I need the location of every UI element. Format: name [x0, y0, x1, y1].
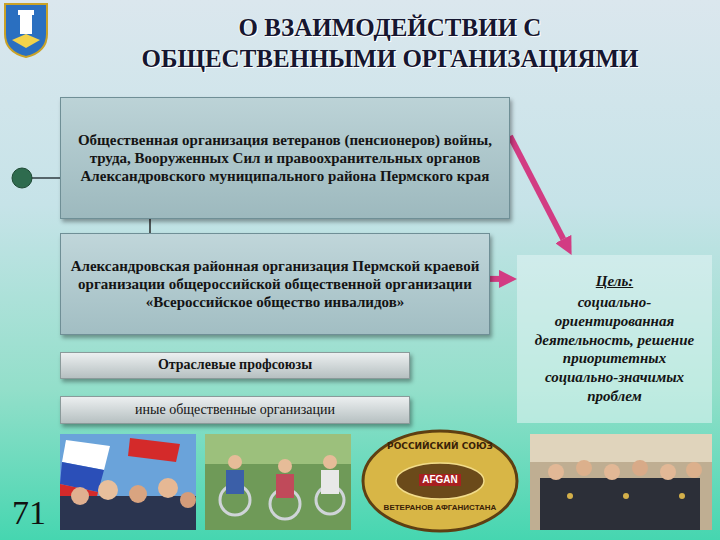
person: [228, 455, 242, 469]
emblem: [363, 431, 517, 531]
person: [278, 459, 292, 473]
person: [660, 464, 676, 480]
organization-bar: Отраслевые профсоюзы: [60, 352, 410, 379]
person: [276, 474, 294, 498]
person: [686, 462, 702, 478]
person: [548, 464, 564, 480]
coat-of-arms: [5, 4, 47, 57]
person: [158, 478, 178, 498]
coat-of-arms-figure: [12, 34, 40, 48]
emblem-sign: AFGAN: [410, 474, 470, 486]
photo-background: [530, 434, 712, 462]
page-number-text: 71: [12, 496, 46, 530]
coat-of-arms-tower: [20, 14, 32, 34]
emblem-text-text: ВЕТЕРАНОВ АФГАНИСТАНА: [384, 504, 497, 512]
goal-text: социально-ориентированная деятельность, …: [525, 293, 704, 406]
organization-name: Александровская районная организация Пер…: [69, 257, 481, 311]
person: [180, 492, 196, 508]
connector-line: [149, 219, 151, 233]
organization-bar: иные общественные организации: [60, 396, 410, 424]
person: [98, 480, 118, 500]
bullet-dot: [12, 168, 32, 188]
flow-arrow: [490, 276, 499, 282]
medal: [567, 493, 573, 499]
organization-name: иные общественные организации: [69, 402, 401, 419]
emblem-text: РОССИЙСКИЙ СОЮЗ: [380, 442, 500, 451]
medal: [623, 493, 629, 499]
organization-name: Общественная организация ветеранов (пенс…: [69, 131, 501, 185]
emblem-sign-text: AFGAN: [419, 474, 461, 486]
person: [604, 464, 620, 480]
emblem-center: [396, 463, 484, 499]
person: [321, 470, 339, 494]
organization-name: Отраслевые профсоюзы: [69, 357, 401, 374]
person: [323, 455, 337, 469]
page-number: 71: [4, 496, 54, 530]
person: [71, 487, 89, 505]
photo-frame: [205, 434, 351, 530]
flow-arrow: [510, 136, 563, 239]
emblem-text: ВЕТЕРАНОВ АФГАНИСТАНА: [370, 504, 510, 512]
goal-heading: Цель:: [525, 272, 704, 291]
person: [226, 470, 244, 494]
medal: [679, 493, 685, 499]
leader-line: [30, 177, 62, 179]
flag: [128, 438, 180, 462]
group: [540, 478, 700, 530]
person: [129, 485, 147, 503]
photo-frame: [60, 434, 196, 530]
organization-box: Общественная организация ветеранов (пенс…: [60, 97, 510, 219]
organization-box: Александровская районная организация Пер…: [60, 233, 490, 335]
photo-frame: [530, 434, 712, 530]
slide-title: О ВЗАИМОДЕЙСТВИИ С ОБЩЕСТВЕННЫМИ ОРГАНИЗ…: [125, 12, 655, 75]
person: [632, 460, 648, 476]
person: [576, 460, 592, 476]
emblem-text-text: РОССИЙСКИЙ СОЮЗ: [387, 442, 493, 451]
coat-of-arms-tower: [18, 10, 34, 15]
goal-box: Цель: социально-ориентированная деятельно…: [517, 255, 712, 423]
